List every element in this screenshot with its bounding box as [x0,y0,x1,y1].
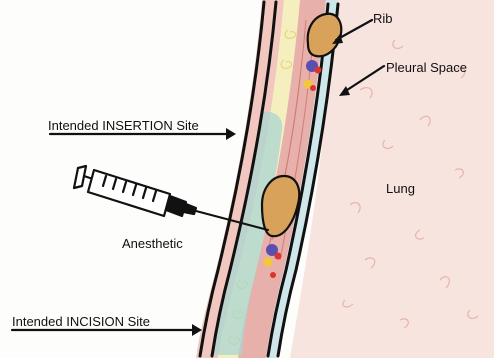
insertion-site-label: Intended INSERTION Site [48,119,199,132]
anesthetic-label: Anesthetic [122,237,183,250]
lung-label: Lung [386,182,415,195]
incision-site-label: Intended INCISION Site [12,315,150,328]
rib-label: Rib [373,12,393,25]
pleural-space-label: Pleural Space [386,61,467,74]
